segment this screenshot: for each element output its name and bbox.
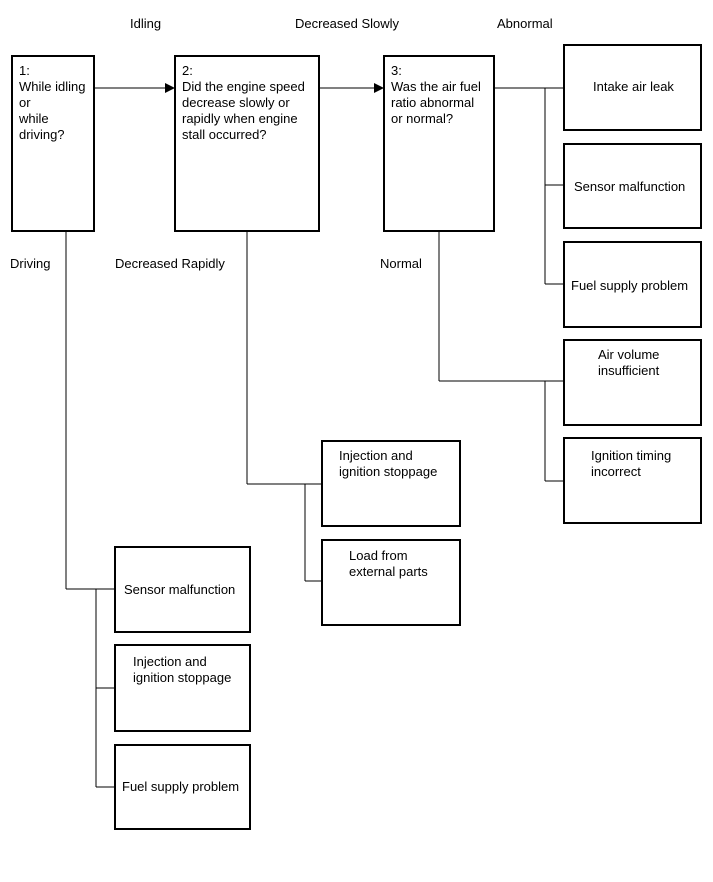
result-sensor-malfunction-abnormal: Sensor malfunction	[563, 143, 702, 229]
result-fuel-supply-problem-abnormal: Fuel supply problem	[563, 241, 702, 328]
question-box-2: 2: Did the engine speed decrease slowly …	[174, 55, 320, 232]
label-driving: Driving	[10, 256, 51, 271]
label-decreased-slowly: Decreased Slowly	[295, 16, 400, 31]
result-intake-air-leak: Intake air leak	[563, 44, 702, 131]
label-abnormal: Abnormal	[497, 16, 553, 31]
result-air-volume-insufficient: Air volume insufficient	[563, 339, 702, 426]
label-idling: Idling	[130, 16, 162, 31]
label-decreased-rapidly: Decreased Rapidly	[115, 256, 225, 271]
result-sensor-malfunction-driving: Sensor malfunction	[114, 546, 251, 633]
label-normal: Normal	[380, 256, 422, 271]
result-load-from-external-parts: Load from external parts	[321, 539, 461, 626]
result-injection-ignition-stoppage-driving: Injection and ignition stoppage	[114, 644, 251, 732]
question-box-3: 3: Was the air fuel ratio abnormal or no…	[383, 55, 495, 232]
question-box-1: 1: While idling or while driving?	[11, 55, 95, 232]
result-ignition-timing-incorrect: Ignition timing incorrect	[563, 437, 702, 524]
result-fuel-supply-problem-driving: Fuel supply problem	[114, 744, 251, 830]
result-injection-ignition-stoppage-rapid: Injection and ignition stoppage	[321, 440, 461, 527]
